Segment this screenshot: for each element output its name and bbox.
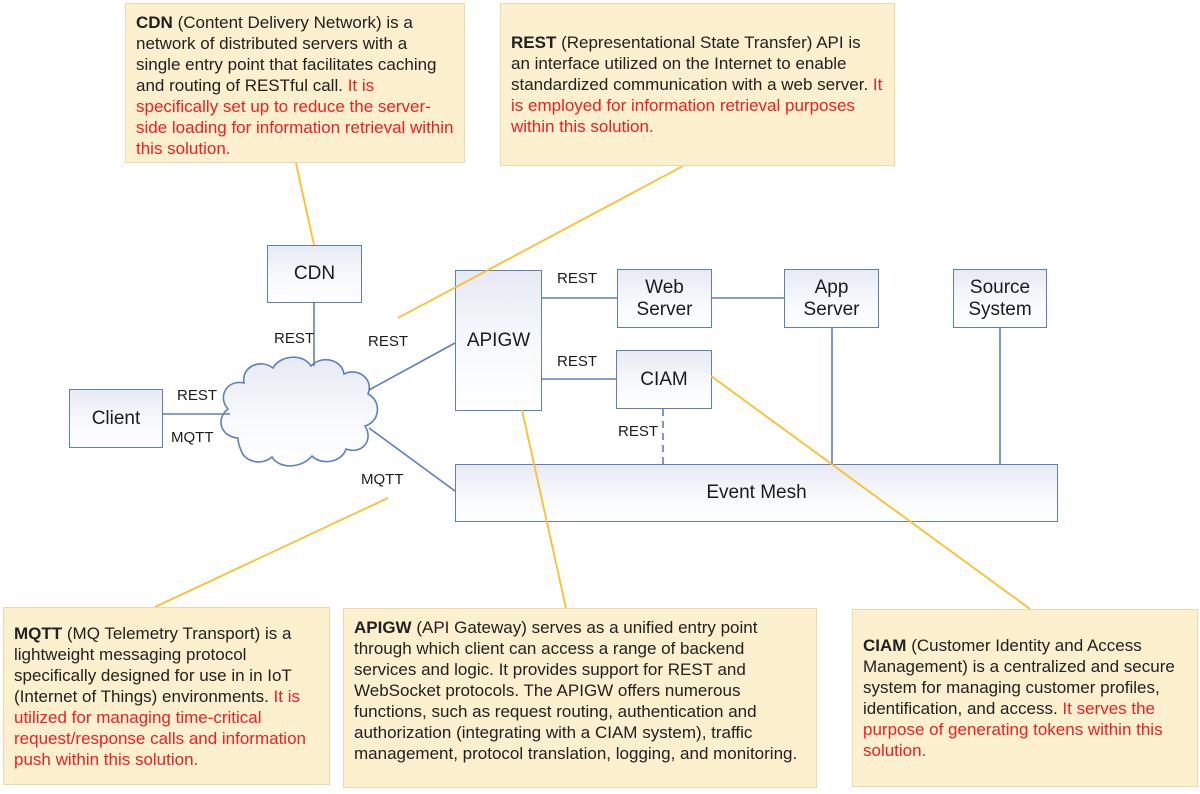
- note-ciam-term: CIAM: [863, 636, 907, 655]
- note-apigw-body: (API Gateway) serves as a unified entry …: [354, 618, 798, 763]
- note-cdn: CDN (Content Delivery Network) is a netw…: [125, 3, 465, 163]
- node-ciam-label: CIAM: [640, 368, 688, 390]
- note-apigw-term: APIGW: [354, 618, 412, 637]
- note-mqtt-text: MQTT (MQ Telemetry Transport) is a light…: [14, 623, 319, 770]
- note-cdn-term: CDN: [136, 13, 173, 32]
- note-rest-text: REST (Representational State Transfer) A…: [511, 32, 884, 137]
- node-app-server: App Server: [784, 269, 879, 328]
- note-mqtt-body: (MQ Telemetry Transport) is a lightweigh…: [14, 623, 292, 706]
- node-cdn: CDN: [267, 245, 362, 303]
- edge-label-ciam-mesh-rest: REST: [618, 423, 659, 440]
- node-ciam: CIAM: [616, 350, 712, 409]
- note-mqtt-highlight: It is utilized for managing time-critica…: [14, 686, 306, 769]
- node-client-label: Client: [91, 407, 141, 429]
- edge-label-cloud-apigw-rest: REST: [368, 333, 409, 350]
- note-rest: REST (Representational State Transfer) A…: [500, 3, 895, 166]
- note-rest-highlight: It is employed for information retrieval…: [511, 75, 883, 136]
- note-ciam-highlight: It serves the purpose of generating toke…: [863, 699, 1163, 760]
- note-cdn-body: (Content Delivery Network) is a network …: [136, 13, 437, 95]
- edge-label-apigw-ciam-rest: REST: [557, 353, 598, 370]
- edge-label-apigw-web-rest: REST: [557, 270, 598, 287]
- node-source-system: Source System: [953, 269, 1047, 328]
- edge-label-client-rest: REST: [177, 387, 218, 404]
- note-mqtt: MQTT (MQ Telemetry Transport) is a light…: [3, 607, 330, 785]
- note-cdn-text: CDN (Content Delivery Network) is a netw…: [136, 12, 454, 159]
- note-rest-term: REST: [511, 33, 557, 52]
- internet-cloud-shape: [220, 356, 379, 467]
- callout-line-cdn: [295, 162, 315, 246]
- note-mqtt-term: MQTT: [14, 623, 63, 643]
- note-ciam-text: CIAM (Customer Identity and Access Manag…: [863, 635, 1187, 761]
- note-apigw: APIGW (API Gateway) serves as a unified …: [343, 608, 817, 788]
- edge-label-mesh-mqtt: MQTT: [361, 471, 404, 488]
- edge-cloud-apigw: [368, 342, 456, 391]
- node-event-mesh-label: Event Mesh: [706, 482, 807, 503]
- note-ciam: CIAM (Customer Identity and Access Manag…: [852, 609, 1198, 787]
- note-cdn-highlight: It is specifically set up to reduce the …: [136, 76, 454, 158]
- node-source-system-label: Source System: [968, 276, 1032, 320]
- edge-label-cdn-rest: REST: [274, 330, 315, 347]
- node-web-server: Web Server: [617, 269, 712, 328]
- node-client: Client: [69, 389, 163, 448]
- callout-line-mqtt: [154, 497, 389, 608]
- node-app-server-label: App Server: [803, 276, 860, 320]
- edge-label-client-mqtt: MQTT: [171, 429, 214, 446]
- note-apigw-text: APIGW (API Gateway) serves as a unified …: [354, 617, 806, 764]
- node-apigw: APIGW: [455, 270, 542, 411]
- node-cdn-label: CDN: [293, 263, 336, 284]
- note-ciam-body: (Customer Identity and Access Management…: [863, 636, 1175, 718]
- node-event-mesh: Event Mesh: [455, 464, 1058, 522]
- note-rest-body: (Representational State Transfer) API is…: [511, 33, 869, 94]
- node-web-server-label: Web Server: [636, 276, 693, 320]
- node-apigw-label: APIGW: [466, 329, 531, 351]
